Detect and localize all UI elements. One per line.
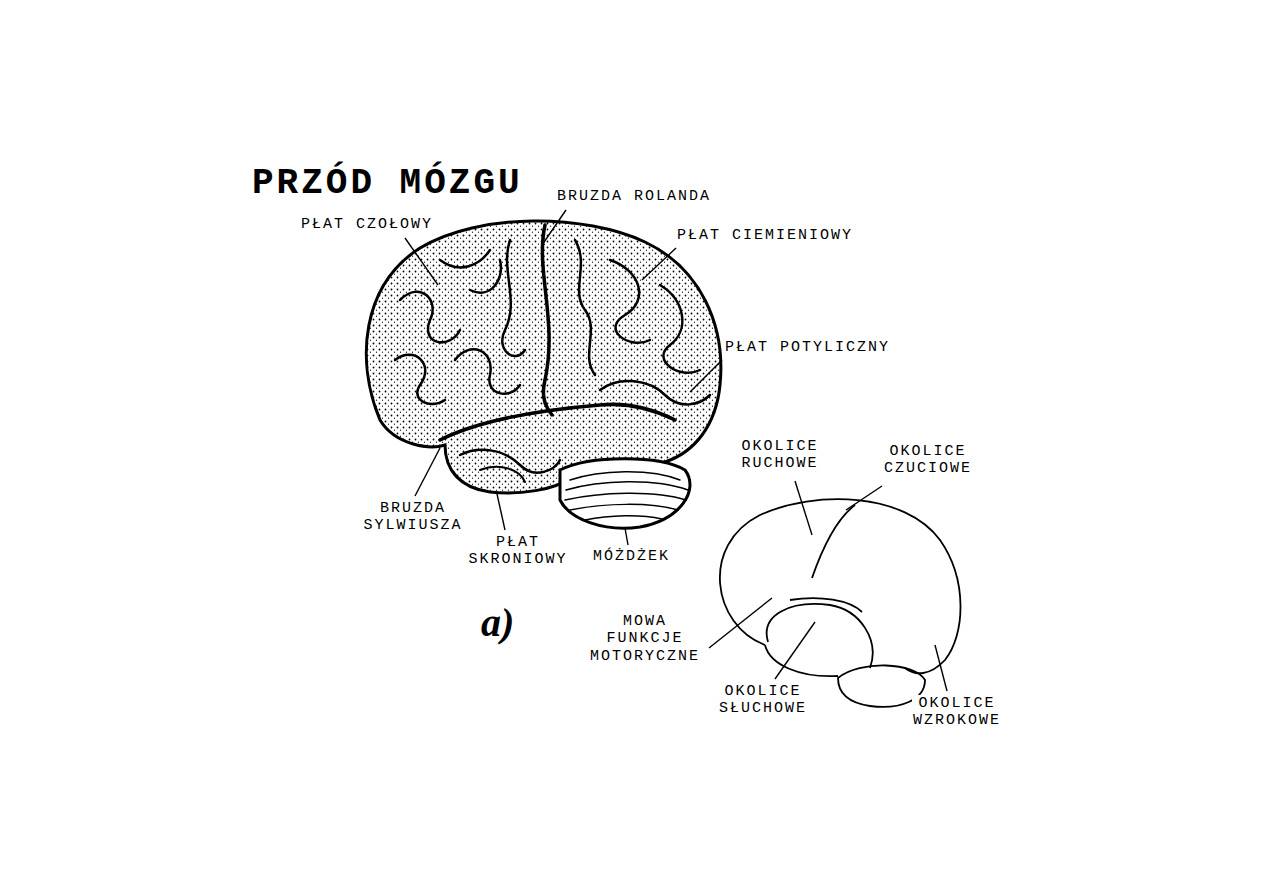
leader-line xyxy=(542,210,566,245)
leader-line xyxy=(775,622,815,679)
part-label: OKOLICE CZUCIOWE xyxy=(883,443,973,478)
part-label: BRUZDA ROLANDA xyxy=(556,188,712,205)
part-label: OKOLICE WZROKOWE xyxy=(912,695,1002,730)
leader-line xyxy=(935,645,947,691)
part-label: BRUZDA SYLWIUSZA xyxy=(362,500,463,535)
part-label: MOWA FUNKCJE MOTORYCZNE xyxy=(589,613,701,665)
part-label: PŁAT CZOŁOWY xyxy=(300,216,434,233)
panel-letter: a) xyxy=(480,600,515,646)
leader-line xyxy=(690,360,722,392)
part-label: PŁAT SKRONIOWY xyxy=(467,534,568,569)
brain-outline xyxy=(720,499,961,707)
leader-line xyxy=(405,238,438,285)
leader-line xyxy=(415,448,440,496)
part-label: MÓŻDŻEK xyxy=(592,548,671,565)
part-label: PŁAT POTYLICZNY xyxy=(724,339,891,356)
leader-line xyxy=(625,528,628,545)
leader-line xyxy=(497,494,505,530)
leader-line xyxy=(642,248,676,280)
leader-lines xyxy=(405,210,947,691)
part-label: OKOLICE SŁUCHOWE xyxy=(718,683,808,718)
leader-line xyxy=(709,598,772,648)
brain-drawing xyxy=(366,221,721,528)
part-label: OKOLICE RUCHOWE xyxy=(740,438,819,473)
diagram-title: PRZÓD MÓZGU xyxy=(252,164,523,204)
leader-line xyxy=(846,486,882,510)
leader-line xyxy=(795,481,812,535)
part-label: PŁAT CIEMIENIOWY xyxy=(676,227,854,244)
